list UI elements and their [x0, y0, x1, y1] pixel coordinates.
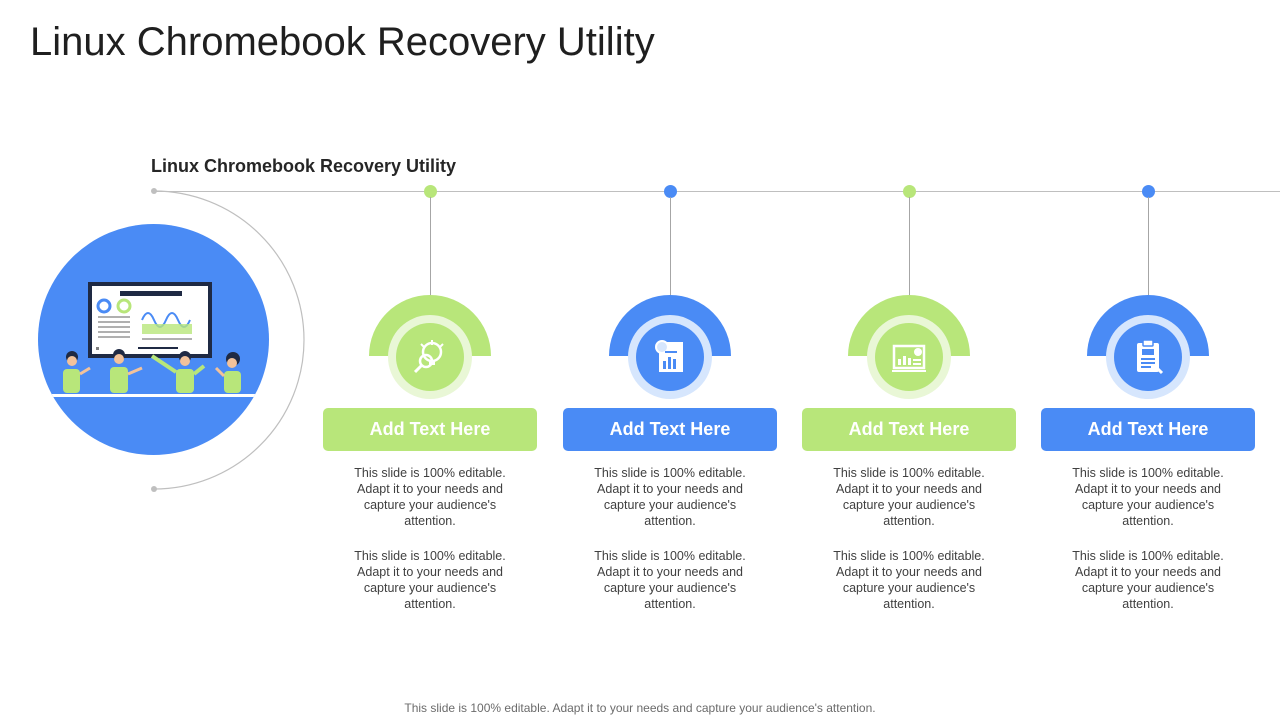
footer-note: This slide is 100% editable. Adapt it to…	[404, 701, 876, 715]
step-2-description: This slide is 100% editable. Adapt it to…	[594, 466, 746, 528]
presentation-board-icon	[875, 323, 943, 391]
team-presentation-illustration	[38, 224, 269, 455]
step-3-label-button[interactable]: Add Text Here	[802, 408, 1016, 451]
step-3-description-2: This slide is 100% editable. Adapt it to…	[833, 549, 985, 611]
step-3-connector	[909, 197, 910, 301]
step-4-label-button[interactable]: Add Text Here	[1041, 408, 1255, 451]
report-chart-icon	[636, 323, 704, 391]
step-1-label-button[interactable]: Add Text Here	[323, 408, 537, 451]
step-2-description-2: This slide is 100% editable. Adapt it to…	[594, 549, 746, 611]
step-4-connector	[1148, 197, 1149, 301]
step-3: Add Text Here This slide is 100% editabl…	[802, 185, 1016, 625]
step-3-pin	[903, 185, 916, 198]
step-1-pin	[424, 185, 437, 198]
step-2: Add Text Here This slide is 100% editabl…	[563, 185, 777, 625]
step-1: Add Text Here This slide is 100% editabl…	[323, 185, 537, 625]
step-2-pin	[664, 185, 677, 198]
step-4-pin	[1142, 185, 1155, 198]
section-subtitle: Linux Chromebook Recovery Utility	[151, 156, 457, 176]
arc-top-dot	[151, 188, 157, 194]
lightbulb-magnifier-icon	[396, 323, 464, 391]
step-4-description-2: This slide is 100% editable. Adapt it to…	[1072, 549, 1224, 611]
step-4-description: This slide is 100% editable. Adapt it to…	[1072, 466, 1224, 528]
step-3-description: This slide is 100% editable. Adapt it to…	[833, 466, 985, 528]
arc-bottom-dot	[151, 486, 157, 492]
timeline-line	[154, 191, 1280, 192]
clipboard-document-icon	[1114, 323, 1182, 391]
step-1-connector	[430, 197, 431, 301]
step-1-description: This slide is 100% editable. Adapt it to…	[354, 466, 506, 528]
step-2-label-button[interactable]: Add Text Here	[563, 408, 777, 451]
step-2-connector	[670, 197, 671, 301]
step-1-description-2: This slide is 100% editable. Adapt it to…	[354, 549, 506, 611]
step-4: Add Text Here This slide is 100% editabl…	[1041, 185, 1255, 625]
slide-title: Linux Chromebook Recovery Utility	[30, 20, 655, 64]
hero-arc	[153, 190, 305, 490]
